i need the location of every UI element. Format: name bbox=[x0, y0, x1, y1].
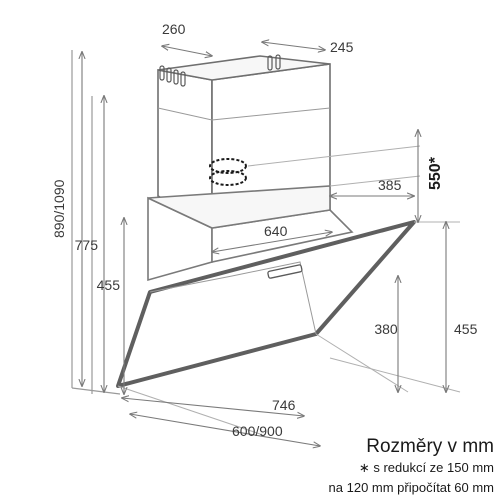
height-455-right-label: 455 bbox=[454, 321, 478, 337]
wall-lines bbox=[71, 50, 121, 395]
chimney-cover bbox=[157, 55, 331, 230]
total-height-label: 890/1090 bbox=[51, 179, 67, 238]
reducer-note-line-1: ∗ s redukcí ze 150 mm bbox=[358, 460, 494, 475]
reducer-note-line-2: na 120 mm připočítat 60 mm bbox=[328, 480, 494, 495]
dimension-labels: 260 245 890/1090 775 455 550* 385 640 38… bbox=[51, 21, 478, 439]
duct-height-label: 550* bbox=[427, 156, 444, 190]
units-note-title: Rozměry v mm bbox=[366, 436, 494, 457]
duct-outlet bbox=[209, 145, 421, 186]
vent-slots bbox=[159, 54, 281, 87]
chimney-width-label: 260 bbox=[162, 21, 186, 37]
height-455-left-label: 455 bbox=[97, 277, 121, 293]
chimney-depth-label: 245 bbox=[330, 39, 354, 55]
dimension-lines bbox=[82, 42, 446, 446]
height-775-label: 775 bbox=[75, 237, 99, 253]
glass-width-label: 746 bbox=[272, 397, 296, 413]
height-380-label: 380 bbox=[374, 321, 398, 337]
chimney-offset-label: 385 bbox=[378, 177, 402, 193]
hood-width-top-label: 640 bbox=[264, 223, 288, 239]
hood-width-label: 600/900 bbox=[232, 423, 283, 439]
